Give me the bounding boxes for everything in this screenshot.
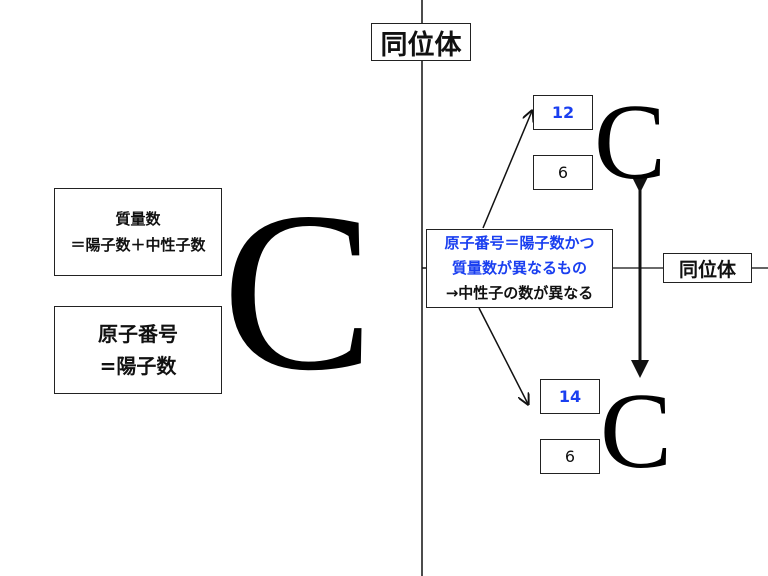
lower-mass-number-box: 14 xyxy=(540,379,600,414)
definition-line-2: 質量数が異なるもの xyxy=(451,259,587,277)
definition-box: 原子番号＝陽子数かつ 質量数が異なるもの →中性子の数が異なる xyxy=(426,229,613,308)
arrow-to-upper-isotope xyxy=(482,111,532,229)
atomic-number-label: 原子番号 xyxy=(98,322,178,346)
mass-number-formula: ＝陽子数＋中性子数 xyxy=(70,236,206,254)
upper-mass-number-box: 12 xyxy=(533,95,593,130)
lower-atomic-number-box: 6 xyxy=(540,439,600,474)
upper-atomic-number-box: 6 xyxy=(533,155,593,190)
arrow-to-lower-isotope xyxy=(478,307,528,404)
isotope-label-box: 同位体 xyxy=(663,253,752,283)
mass-number-box: 質量数 ＝陽子数＋中性子数 xyxy=(54,188,222,276)
definition-line-3: →中性子の数が異なる xyxy=(445,284,594,302)
definition-line-1: 原子番号＝陽子数かつ xyxy=(444,234,595,252)
title-isotope: 同位体 xyxy=(371,23,471,61)
mass-number-label: 質量数 xyxy=(115,210,161,228)
element-symbol-carbon: C xyxy=(222,166,375,418)
atomic-number-formula: =陽子数 xyxy=(99,354,177,378)
lower-isotope-symbol: C xyxy=(600,372,673,491)
atomic-number-box: 原子番号 =陽子数 xyxy=(54,306,222,394)
upper-isotope-symbol: C xyxy=(594,83,667,202)
